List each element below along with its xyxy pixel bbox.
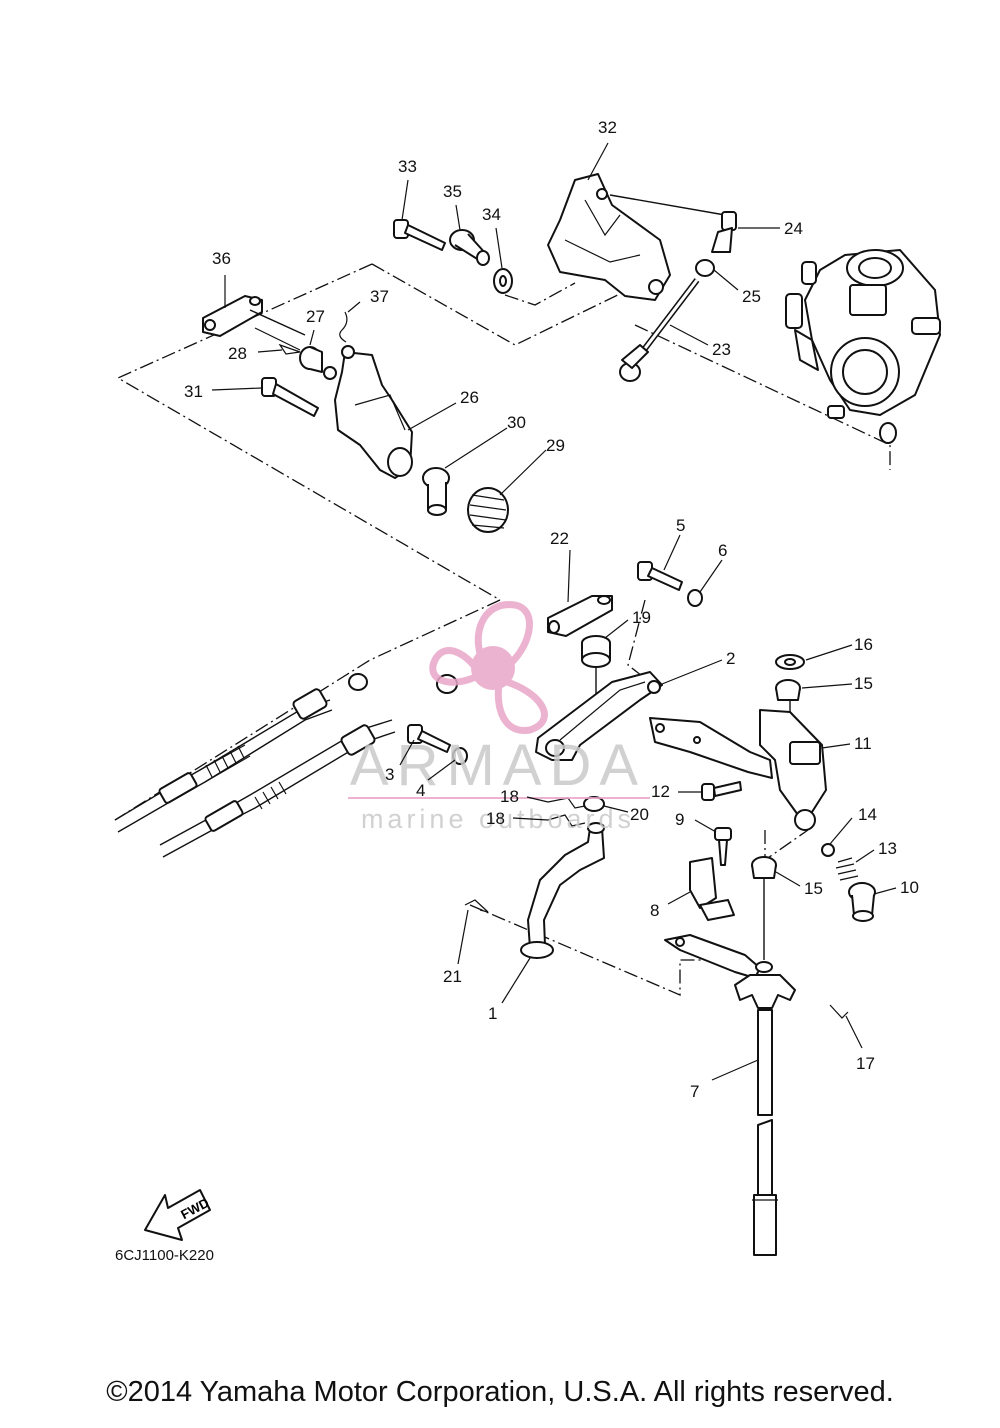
- callout-15-upper: 15: [854, 674, 873, 693]
- callout-20: 20: [630, 805, 649, 824]
- part-21-clip: [464, 899, 489, 913]
- callout-25: 25: [742, 287, 761, 306]
- assembly-frame-bracket: [764, 829, 809, 862]
- callout-31: 31: [184, 382, 203, 401]
- callout-13: 13: [878, 839, 897, 858]
- callout-15-lower: 15: [804, 879, 823, 898]
- callout-11: 11: [854, 734, 872, 753]
- shift-arm: [664, 934, 761, 979]
- part-16-washer: [775, 654, 805, 670]
- callout-7: 7: [690, 1082, 699, 1101]
- callout-1: 1: [488, 1004, 497, 1023]
- copyright-notice: ©2014 Yamaha Motor Corporation, U.S.A. A…: [106, 1376, 894, 1408]
- leader-34-bracket: [504, 282, 576, 306]
- callout-32: 32: [598, 118, 617, 137]
- throttle-body: [785, 249, 941, 444]
- part-13-spring: [835, 857, 859, 881]
- callout-28: 28: [228, 344, 247, 363]
- fwd-arrow-icon: FWD: [144, 1189, 211, 1241]
- leader-28: [254, 327, 301, 351]
- part-14-ball: [821, 843, 835, 857]
- part-26-throttle-lever: [323, 345, 413, 479]
- callout-17: 17: [856, 1054, 875, 1073]
- assembly-frame-upper: [371, 263, 629, 346]
- callout-26: 26: [460, 388, 479, 407]
- part-25-nut: [695, 259, 715, 277]
- part-10-plunger: [848, 882, 876, 922]
- callout-3: 3: [385, 765, 394, 784]
- callouts: 32 33 35 34 24 25 23 36 37 27 28 31 26 3…: [184, 118, 919, 1101]
- assembly-frame-throttle: [634, 324, 891, 470]
- part-17-clip: [829, 1004, 849, 1019]
- part-29-spring: [467, 487, 509, 533]
- propeller-logo-icon: [429, 601, 548, 734]
- callout-6: 6: [718, 541, 727, 560]
- part-19-collar: [581, 635, 611, 668]
- part-24-ball-joint: [711, 211, 737, 253]
- callout-16: 16: [854, 635, 873, 654]
- part-2-shift-lever: [535, 671, 663, 761]
- part-15-collar-lower: [751, 856, 777, 879]
- callout-21: 21: [443, 967, 462, 986]
- part-8-link: [689, 857, 735, 921]
- part-4-washer: [452, 747, 468, 765]
- callout-8: 8: [650, 901, 659, 920]
- callout-34: 34: [482, 205, 501, 224]
- part-15-collar-upper: [775, 679, 801, 701]
- part-7-shift-rod: [734, 961, 796, 1256]
- part-33-bolt: [393, 219, 446, 251]
- callout-18-upper: 18: [500, 787, 519, 806]
- part-5-bolt: [637, 561, 683, 591]
- callout-29: 29: [546, 436, 565, 455]
- part-18-clip: [547, 797, 591, 827]
- callout-33: 33: [398, 157, 417, 176]
- callout-9: 9: [675, 810, 684, 829]
- callout-19: 19: [632, 608, 651, 627]
- callout-22: 22: [550, 529, 569, 548]
- callout-37: 37: [370, 287, 389, 306]
- leader-36-27: [249, 309, 306, 336]
- diagram-code: 6CJ1100-K220: [115, 1247, 214, 1264]
- part-30-bushing: [422, 467, 450, 516]
- part-35-collar: [449, 229, 490, 266]
- callout-23: 23: [712, 340, 731, 359]
- assembly-frame-shift: [627, 599, 661, 691]
- part-22-joint: [547, 595, 613, 637]
- part-23-link-rod: [619, 278, 700, 382]
- callout-10: 10: [900, 878, 919, 897]
- part-9-screw: [714, 827, 732, 866]
- part-12-bolt: [701, 781, 742, 801]
- callout-14: 14: [858, 805, 877, 824]
- callout-2: 2: [726, 649, 735, 668]
- part-6-washer: [687, 589, 703, 607]
- callout-27: 27: [306, 307, 325, 326]
- callout-30: 30: [507, 413, 526, 432]
- part-3-bolt: [407, 724, 451, 753]
- part-27-collar: [299, 346, 323, 373]
- part-31-bolt: [261, 377, 319, 417]
- callout-24: 24: [784, 219, 803, 238]
- callout-4: 4: [416, 781, 425, 800]
- callout-12: 12: [651, 782, 670, 801]
- watermark-brand: ARMADA: [350, 733, 646, 798]
- part-1-shift-link: [520, 822, 605, 959]
- callout-35: 35: [443, 182, 462, 201]
- part-11-bracket: [759, 709, 827, 831]
- part-36-joint: [202, 295, 263, 337]
- part-28-pin: [278, 343, 301, 355]
- part-37-clip: [339, 311, 348, 343]
- control-cables: [114, 688, 396, 858]
- armada-watermark: ARMADA marine outboards: [348, 601, 650, 834]
- part-34-washer: [493, 268, 513, 294]
- callout-36: 36: [212, 249, 231, 268]
- part-32-bracket: [547, 173, 671, 301]
- leader-32-24: [609, 194, 726, 216]
- part-12-plate: [649, 717, 773, 779]
- watermark-tagline: marine outboards: [361, 804, 635, 834]
- assembly-frame-cable: [114, 599, 501, 821]
- callout-18-lower: 18: [486, 809, 505, 828]
- callout-5: 5: [676, 516, 685, 535]
